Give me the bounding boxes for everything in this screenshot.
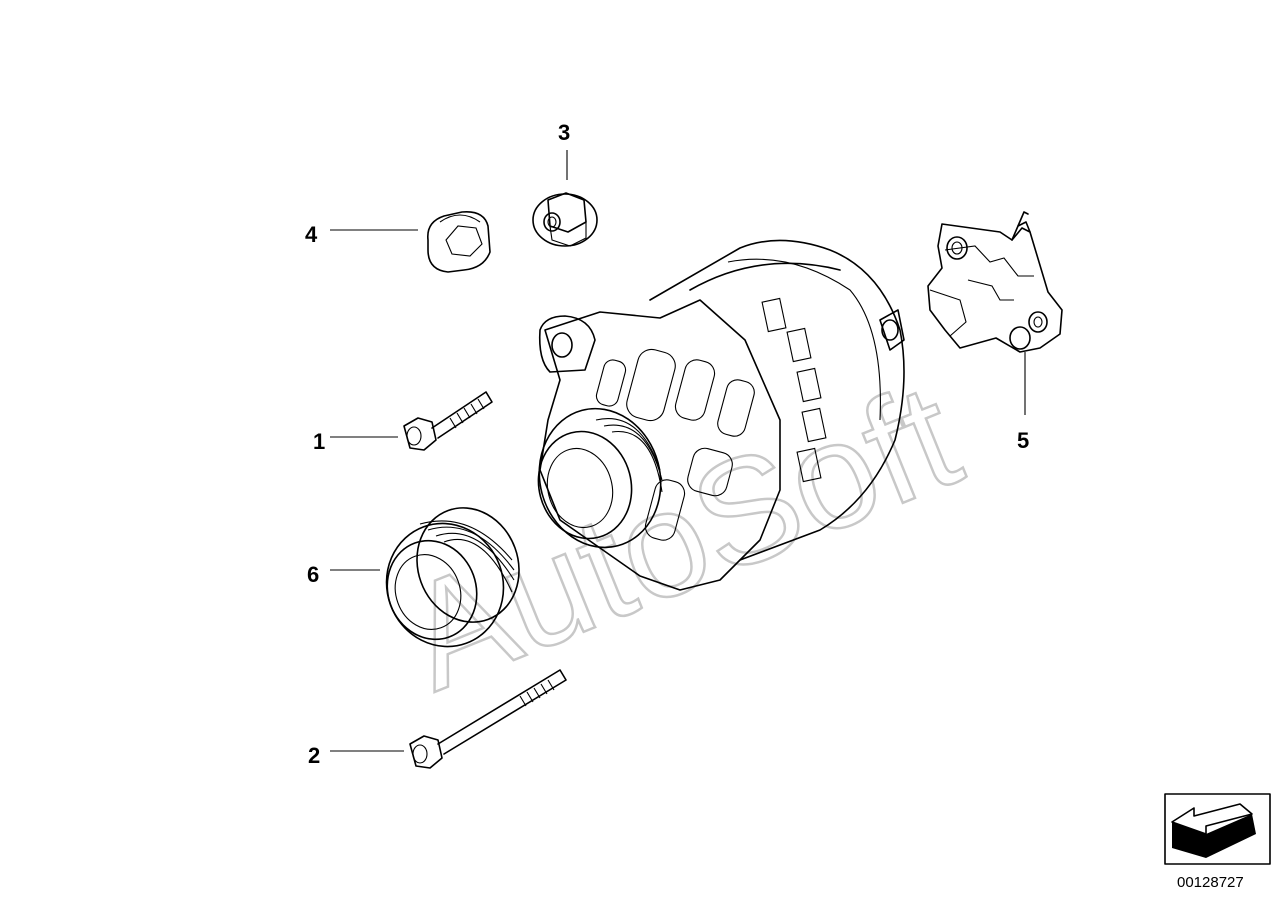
callout-2[interactable]: 2 <box>308 743 320 768</box>
view-direction-arrow-icon <box>1171 803 1256 858</box>
diagram-code: 00128727 <box>1177 874 1244 891</box>
callout-5[interactable]: 5 <box>1017 428 1029 453</box>
callout-6[interactable]: 6 <box>307 562 319 587</box>
short-bolt-part[interactable] <box>403 391 493 451</box>
pulley-part[interactable] <box>369 493 535 663</box>
callout-3[interactable]: 3 <box>558 120 570 145</box>
voltage-regulator-part[interactable] <box>927 211 1063 353</box>
orientation-box <box>1164 793 1271 865</box>
flange-nut-part[interactable] <box>532 192 598 247</box>
callout-4[interactable]: 4 <box>305 222 318 247</box>
alternator-assembly <box>537 239 905 591</box>
cap-nut-part[interactable] <box>427 210 491 273</box>
callout-1[interactable]: 1 <box>313 429 325 454</box>
long-bolt-part[interactable] <box>409 669 567 769</box>
